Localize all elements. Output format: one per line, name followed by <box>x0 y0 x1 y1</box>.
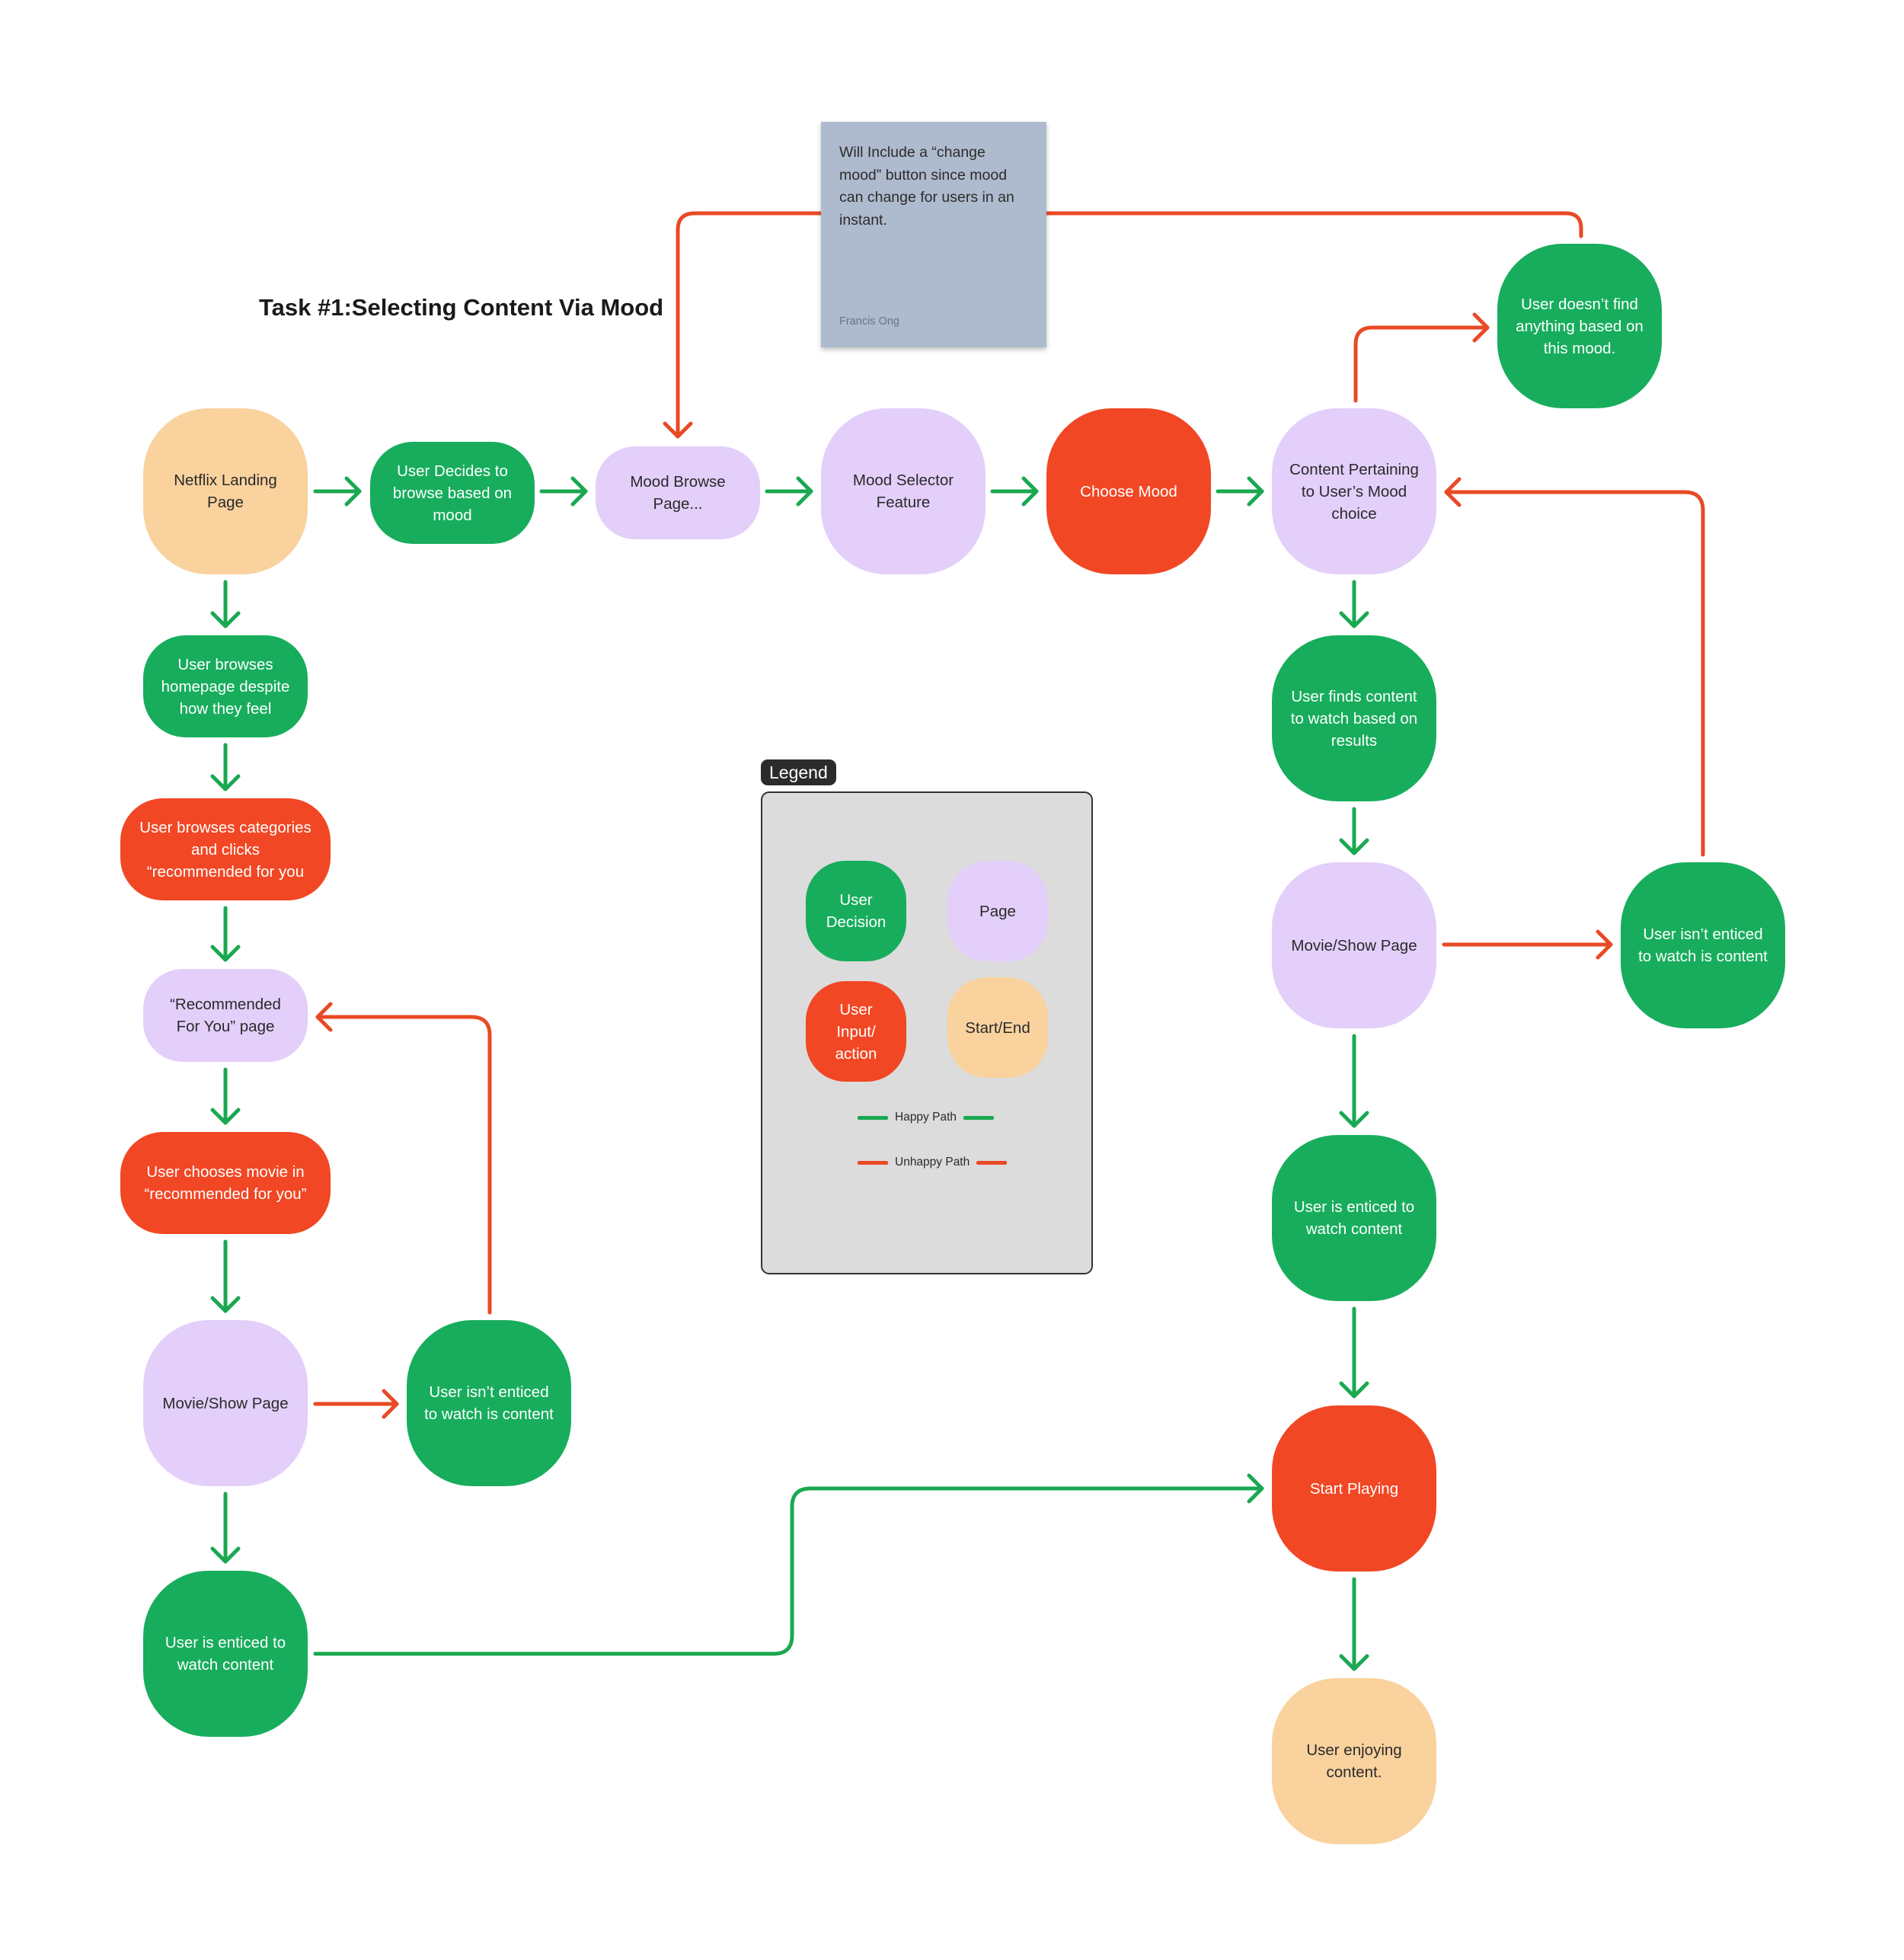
arrow-note-to-mood-browse <box>676 211 823 439</box>
arrow-content-to-doesnt-find-arrowhead <box>1472 312 1490 343</box>
legend-unhappy-path: Unhappy Path <box>858 1156 1008 1169</box>
arrow-categories-to-recommended-arrowhead <box>210 945 241 962</box>
unhappy-path-swatch-left <box>858 1160 888 1165</box>
node-user-browses-categories[interactable]: User browses categories and clicks “reco… <box>120 798 331 900</box>
arrow-movie-page-to-enticed-right-arrowhead <box>1339 1111 1369 1128</box>
arrow-content-to-finds-arrowhead <box>1339 611 1369 628</box>
node-mood-selector-feature[interactable]: Mood Selector Feature <box>821 408 986 574</box>
unhappy-path-label: Unhappy Path <box>895 1156 970 1169</box>
arrow-not-enticed-left-to-recommended <box>315 1015 492 1315</box>
happy-path-swatch-right <box>963 1115 994 1120</box>
node-enticed-right[interactable]: User is enticed to watch content <box>1272 1135 1436 1301</box>
arrow-content-to-doesnt-find <box>1353 325 1490 403</box>
node-choose-mood[interactable]: Choose Mood <box>1046 408 1211 574</box>
happy-path-label: Happy Path <box>895 1111 957 1124</box>
legend-page: Page <box>947 861 1048 961</box>
arrow-movie-page-to-enticed-arrowhead <box>210 1546 241 1564</box>
legend-start-end: Start/End <box>947 977 1048 1078</box>
node-user-chooses-movie[interactable]: User chooses movie in “recommended for y… <box>120 1132 331 1234</box>
node-not-enticed-left[interactable]: User isn’t enticed to watch is content <box>407 1320 571 1486</box>
arrow-not-enticed-right-to-content-arrowhead <box>1444 477 1462 507</box>
node-netflix-landing-page[interactable]: Netflix Landing Page <box>143 408 308 574</box>
arrow-enticed-left-to-start-playing-arrowhead <box>1247 1473 1264 1504</box>
node-not-enticed-right[interactable]: User isn’t enticed to watch is content <box>1621 862 1785 1028</box>
unhappy-path-swatch-right <box>976 1160 1008 1165</box>
sticky-note-author: Francis Ong <box>839 315 899 328</box>
arrow-homepage-to-categories-arrowhead <box>210 774 241 791</box>
arrow-start-playing-to-enjoying-arrowhead <box>1339 1654 1369 1671</box>
node-start-playing[interactable]: Start Playing <box>1272 1405 1436 1572</box>
diagram-title: Task #1:Selecting Content Via Mood <box>259 294 664 321</box>
happy-path-swatch-left <box>858 1115 888 1120</box>
node-mood-browse-page[interactable]: Mood Browse Page... <box>596 446 760 539</box>
legend-user-input-action: User Input/ action <box>806 981 906 1082</box>
line-note-to-doesnt-find <box>1044 211 1583 238</box>
arrow-chooses-to-movie-page-arrowhead <box>210 1296 241 1313</box>
arrow-selector-to-choose-mood-arrowhead <box>1021 476 1039 507</box>
arrow-finds-to-movie-page-arrowhead <box>1339 838 1369 855</box>
arrow-enticed-to-start-playing-arrowhead <box>1339 1381 1369 1399</box>
arrow-note-to-mood-browse-arrowhead <box>663 421 693 439</box>
sticky-note-text: Will Include a “change mood” button sinc… <box>839 144 1014 229</box>
node-user-doesnt-find[interactable]: User doesn’t find anything based on this… <box>1497 244 1662 408</box>
arrow-not-enticed-left-to-recommended-arrowhead <box>315 1002 333 1032</box>
sticky-note[interactable]: Will Include a “change mood” button sinc… <box>821 122 1046 347</box>
node-user-finds-content[interactable]: User finds content to watch based on res… <box>1272 635 1436 801</box>
arrow-movie-page-right-to-not-enticed-arrowhead <box>1596 929 1613 960</box>
legend-tab: Legend <box>761 759 836 785</box>
arrow-choose-mood-to-content-arrowhead <box>1247 476 1264 507</box>
arrow-decides-to-mood-browse-arrowhead <box>570 476 588 507</box>
legend-happy-path: Happy Path <box>858 1111 994 1124</box>
arrow-recommended-to-chooses-arrowhead <box>210 1108 241 1125</box>
arrow-movie-page-left-to-not-enticed-arrowhead <box>382 1389 399 1419</box>
arrow-landing-to-decides-arrowhead <box>344 476 362 507</box>
node-user-browses-homepage[interactable]: User browses homepage despite how they f… <box>143 635 308 737</box>
arrow-mood-browse-to-selector-arrowhead <box>796 476 813 507</box>
arrow-landing-to-homepage-arrowhead <box>210 611 241 628</box>
arrow-enticed-left-to-start-playing <box>313 1486 1264 1656</box>
legend-user-decision: User Decision <box>806 861 906 961</box>
node-movie-show-page-right[interactable]: Movie/Show Page <box>1272 862 1436 1028</box>
node-enticed-left[interactable]: User is enticed to watch content <box>143 1571 308 1737</box>
arrow-not-enticed-right-to-content <box>1444 490 1705 857</box>
node-content-pertaining-mood[interactable]: Content Pertaining to User’s Mood choice <box>1272 408 1436 574</box>
node-user-enjoying-content[interactable]: User enjoying content. <box>1272 1678 1436 1844</box>
node-recommended-for-you-page[interactable]: “Recommended For You” page <box>143 969 308 1062</box>
node-user-decides-browse-mood[interactable]: User Decides to browse based on mood <box>370 442 535 544</box>
node-movie-show-page-left[interactable]: Movie/Show Page <box>143 1320 308 1486</box>
